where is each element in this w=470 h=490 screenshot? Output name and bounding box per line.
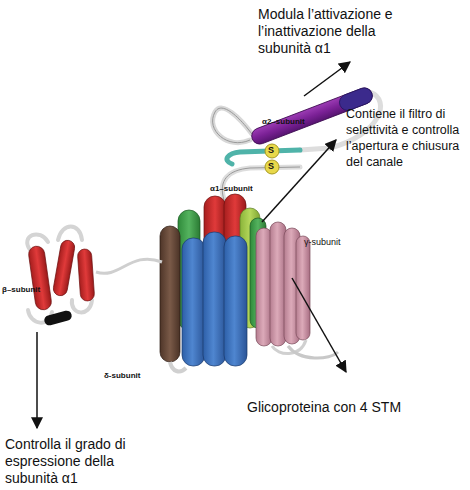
disulfide-label: S: [268, 161, 278, 172]
annotation-text: Glicoproteina con 4 STM: [247, 399, 467, 416]
annotation-text: Contiene il filtro di selettività e cont…: [346, 106, 470, 170]
subunit-label: δ-subunit: [104, 371, 164, 381]
subunit-label: β–subunit: [2, 285, 62, 295]
annotation-text: Modula l’attivazione e l’inattivazione d…: [258, 6, 430, 57]
annotation-text: Controlla il grado di espressione della …: [5, 436, 145, 487]
subunit-label: γ-subunit: [304, 237, 374, 248]
subunit-label: α2–subunit: [262, 117, 332, 127]
subunit-label: α1–subunit: [210, 184, 280, 194]
disulfide-label: S: [268, 145, 278, 156]
